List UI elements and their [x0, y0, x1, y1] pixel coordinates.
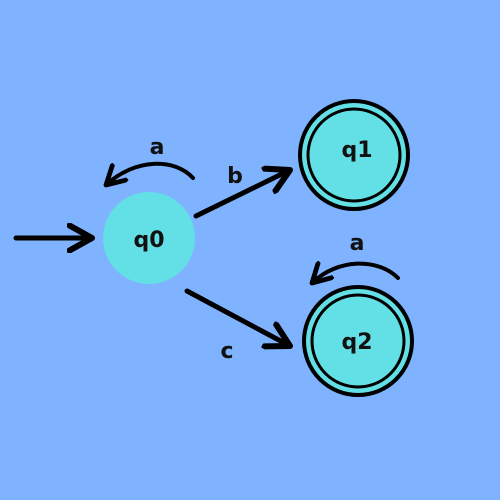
state-q2-inner-ring [310, 293, 406, 389]
state-q1-inner-ring [306, 107, 402, 203]
state-q2-label: q2 [341, 330, 372, 355]
state-q0-circle [103, 192, 195, 284]
transition-q0-q1-label: b [227, 164, 243, 189]
transition-q0-q0-arrow [106, 161, 195, 185]
state-q1: q1 [298, 99, 410, 211]
transition-q2-q2-label: a [350, 231, 365, 256]
state-q2: q2 [302, 285, 414, 397]
state-q1-label: q1 [341, 138, 372, 163]
transition-q0-q2-label: c [220, 339, 233, 364]
transition-q0-q1-arrow [193, 170, 290, 219]
transition-q0-q2-arrow [184, 288, 290, 346]
transition-q0-q0-label: a [150, 135, 165, 160]
transition-q2-q2-arrow [312, 264, 400, 283]
state-q0-label: q0 [133, 228, 164, 253]
state-q0: q0 [103, 192, 195, 284]
